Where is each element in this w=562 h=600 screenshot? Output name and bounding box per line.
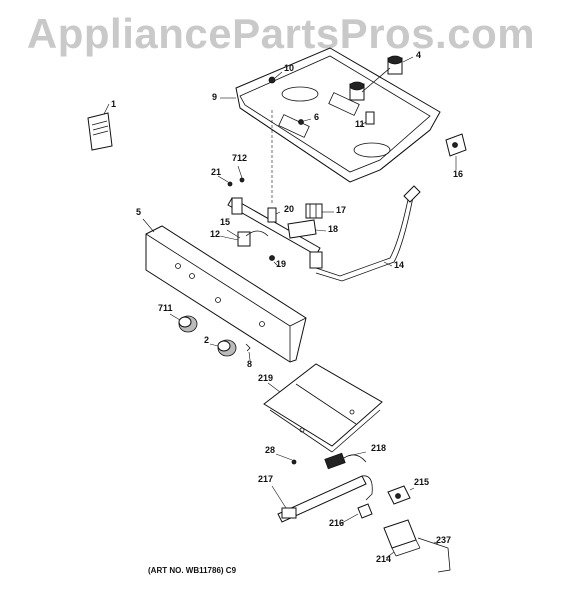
callout-12: 12 xyxy=(210,229,220,239)
callout-217: 217 xyxy=(258,474,273,484)
part-10-screw xyxy=(268,71,283,84)
callout-14: 14 xyxy=(394,260,404,270)
part-711-knob xyxy=(169,313,198,333)
callout-216: 216 xyxy=(329,518,344,528)
part-9-burner-box xyxy=(220,47,441,205)
callout-20: 20 xyxy=(284,204,294,214)
part-215-bracket xyxy=(387,485,415,505)
callout-218: 218 xyxy=(371,443,386,453)
part-5-control-panel xyxy=(142,218,307,363)
callout-10: 10 xyxy=(284,63,294,73)
callout-28: 28 xyxy=(265,445,275,455)
callout-17: 17 xyxy=(336,205,346,215)
part-16-bracket xyxy=(445,133,467,170)
callout-4: 4 xyxy=(416,50,421,60)
part-1-manual xyxy=(87,103,113,151)
callout-21: 21 xyxy=(211,167,221,177)
callout-6: 6 xyxy=(314,112,319,122)
part-21-screw xyxy=(217,175,233,187)
callout-2: 2 xyxy=(204,335,209,345)
callout-19: 19 xyxy=(276,259,286,269)
callout-214: 214 xyxy=(376,554,391,564)
callout-15: 15 xyxy=(220,217,230,227)
part-4-orifice-holder xyxy=(349,55,414,101)
callout-8: 8 xyxy=(247,359,252,369)
part-17-ignition-module xyxy=(305,203,334,219)
part-manifold-pipe xyxy=(219,197,323,269)
callout-219: 219 xyxy=(258,373,273,383)
part-14-gas-tube xyxy=(315,185,421,282)
part-28-screw xyxy=(275,453,297,465)
callout-711: 711 xyxy=(158,303,173,313)
part-237-tube xyxy=(417,537,451,573)
callout-16: 16 xyxy=(453,169,463,179)
part-219-heat-shield xyxy=(263,363,383,453)
part-18-bracket xyxy=(287,219,327,239)
part-217-burner-tube xyxy=(271,475,373,523)
part-216-nut xyxy=(339,503,373,525)
part-8-clip xyxy=(245,343,251,361)
callout-18: 18 xyxy=(328,224,338,234)
part-214-safety-valve xyxy=(383,519,421,559)
part-712-screw xyxy=(237,165,245,183)
part-218-igniter xyxy=(324,451,367,470)
callout-5: 5 xyxy=(136,207,141,217)
callout-9: 9 xyxy=(212,92,217,102)
callout-1: 1 xyxy=(111,99,116,109)
art-number: (ART NO. WB11786) C9 xyxy=(148,566,237,575)
part-2-knob xyxy=(209,339,237,357)
callout-215: 215 xyxy=(414,477,429,487)
part-6-screw xyxy=(298,118,312,125)
watermark-text: AppliancePartsPros.com xyxy=(26,10,536,57)
callout-237: 237 xyxy=(436,535,451,545)
callout-712: 712 xyxy=(232,153,247,163)
part-11-bracket xyxy=(359,111,375,127)
callout-11: 11 xyxy=(355,119,365,129)
